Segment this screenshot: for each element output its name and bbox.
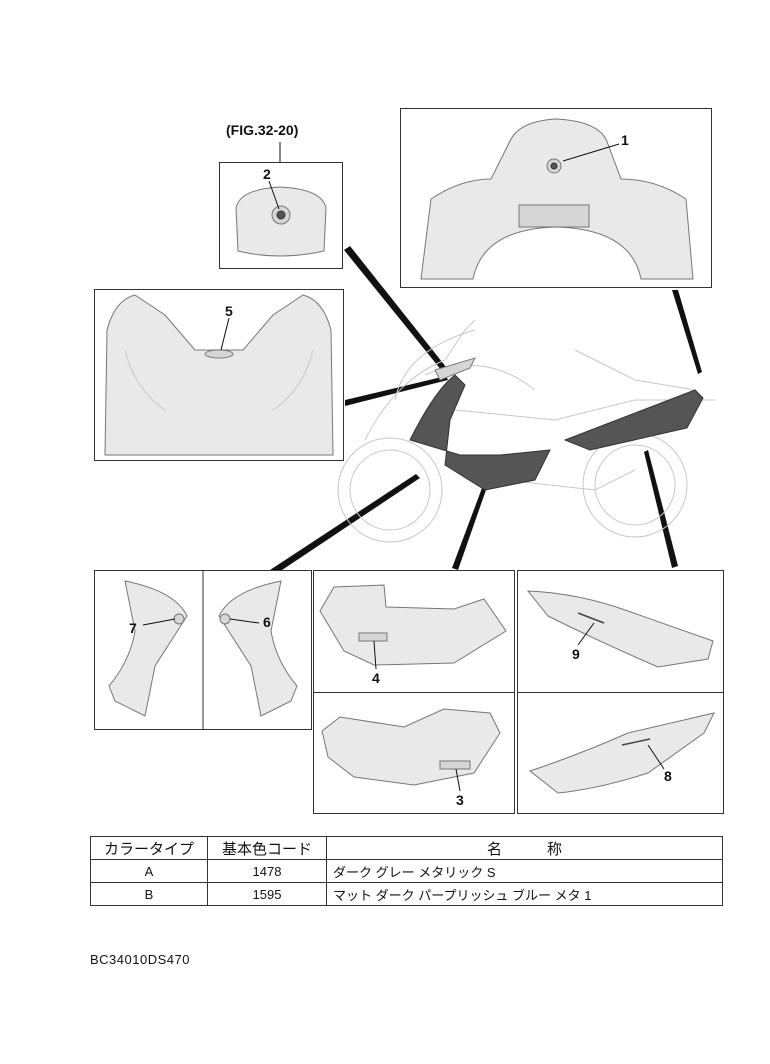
callout-8: 8: [664, 768, 672, 784]
detail-box-part-2: 2: [219, 162, 343, 269]
floor-panel-drawing-4: [319, 584, 507, 670]
table-row: B 1595 マット ダーク パープリッシュ ブルー メタ 1: [90, 882, 723, 906]
callout-9: 9: [572, 646, 580, 662]
detail-box-part-3: 3: [313, 692, 515, 814]
detail-box-part-4: 4: [313, 570, 515, 694]
cell-code: 1478: [207, 859, 327, 883]
emblem-cover-drawing: [235, 180, 327, 257]
connector-beams: [270, 246, 702, 574]
header-name: 名 称: [326, 836, 723, 860]
document-code: BC34010DS470: [90, 952, 190, 967]
cell-name: マット ダーク パープリッシュ ブルー メタ 1: [326, 882, 723, 906]
callout-2: 2: [263, 166, 271, 182]
side-cover-drawing-8: [528, 712, 715, 794]
callout-5: 5: [225, 303, 233, 319]
detail-box-part-5: 5: [94, 289, 344, 461]
side-cover-drawing-9: [526, 590, 714, 668]
header-base-color-code: 基本色コード: [207, 836, 327, 860]
callout-7: 7: [129, 620, 137, 636]
callout-1: 1: [621, 132, 629, 148]
header-color-type: カラータイプ: [90, 836, 208, 860]
cell-name: ダーク グレー メタリック S: [326, 859, 723, 883]
callout-6: 6: [263, 614, 271, 630]
callout-4: 4: [372, 670, 380, 686]
cell-type: A: [90, 859, 208, 883]
side-panels-drawing: [108, 571, 298, 729]
rear-cover-drawing: [420, 118, 694, 280]
fig-reference-label: (FIG.32-20): [226, 122, 299, 138]
floor-panel-drawing-3: [321, 708, 501, 792]
detail-box-part-9: 9: [517, 570, 724, 694]
table-header-row: カラータイプ 基本色コード 名 称: [90, 836, 723, 860]
front-cover-drawing: [104, 294, 334, 456]
detail-box-part-1: 1: [400, 108, 712, 288]
detail-box-parts-6-7: 7 6: [94, 570, 312, 730]
cell-code: 1595: [207, 882, 327, 906]
callout-3: 3: [456, 792, 464, 808]
cell-type: B: [90, 882, 208, 906]
color-table: カラータイプ 基本色コード 名 称 A 1478 ダーク グレー メタリック S…: [90, 836, 723, 906]
fig-reference-line: [279, 142, 281, 162]
detail-box-part-8: 8: [517, 692, 724, 814]
motorcycle-illustration: [337, 319, 715, 543]
table-row: A 1478 ダーク グレー メタリック S: [90, 859, 723, 883]
